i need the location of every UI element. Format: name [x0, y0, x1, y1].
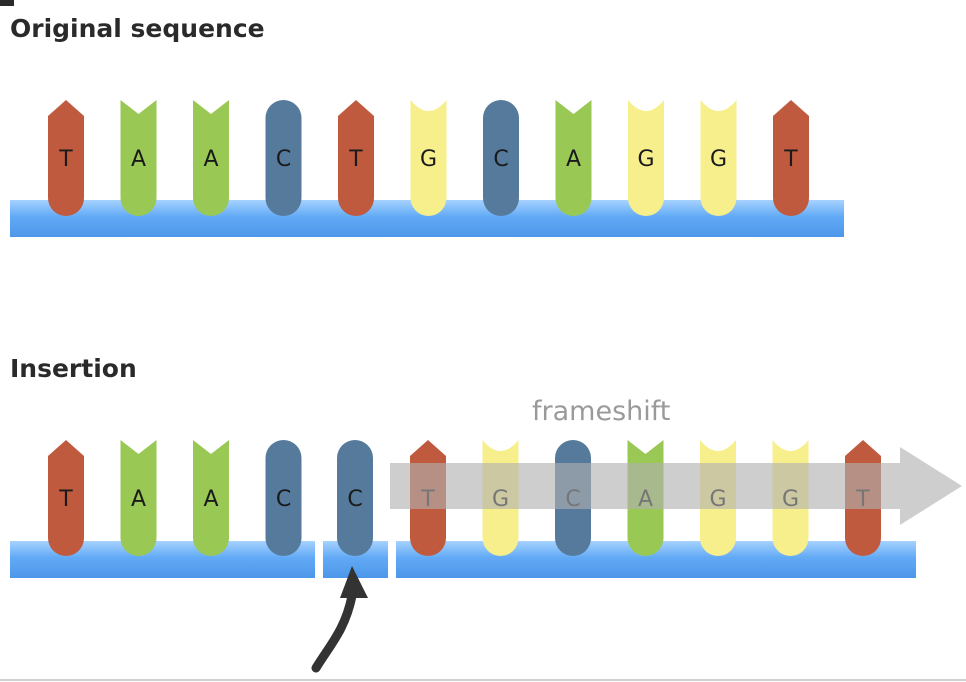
base-letter: T [348, 147, 363, 172]
base-letter: T [58, 487, 73, 512]
base-T-orig-4: T [338, 100, 374, 216]
base-letter: T [58, 147, 73, 172]
base-shape-T [773, 100, 809, 216]
base-shape-A [193, 440, 229, 556]
original-sequence-title: Original sequence [10, 14, 265, 43]
base-shape-G [410, 100, 447, 216]
base-A-orig-2: A [193, 100, 229, 216]
base-T-ins-0: T [48, 440, 84, 556]
curved-arrow-icon [311, 566, 368, 673]
base-shape-G [700, 100, 737, 216]
base-shape-C [265, 100, 302, 216]
base-shape-C [337, 440, 373, 556]
base-shape-A [120, 100, 157, 216]
base-shape-A [120, 440, 157, 556]
base-G-orig-8: G [628, 100, 664, 216]
base-shape-C [483, 100, 519, 216]
base-letter: C [347, 487, 362, 512]
base-letter: C [493, 147, 508, 172]
base-G-orig-5: G [410, 100, 447, 216]
base-letter: T [783, 147, 798, 172]
base-C-inserted: C [337, 440, 373, 556]
base-shape-T [48, 440, 84, 556]
base-letter: A [203, 487, 218, 512]
base-C-ins-3: C [265, 440, 302, 556]
base-shape-A [193, 100, 229, 216]
base-shape-A [555, 100, 592, 216]
base-letter: C [276, 487, 291, 512]
base-letter: G [420, 147, 437, 172]
base-A-ins-2: A [193, 440, 229, 556]
base-shape-G [628, 100, 664, 216]
base-A-orig-7: A [555, 100, 592, 216]
base-T-orig-0: T [48, 100, 84, 216]
right-arrow-icon [390, 447, 962, 525]
frameshift-label: frameshift [532, 396, 670, 427]
base-C-orig-6: C [483, 100, 519, 216]
base-A-ins-1: A [120, 440, 157, 556]
base-letter: A [131, 147, 146, 172]
base-letter: G [637, 147, 654, 172]
base-letter: A [566, 147, 581, 172]
base-G-orig-9: G [700, 100, 737, 216]
base-shape-C [265, 440, 302, 556]
base-shape-T [48, 100, 84, 216]
base-letter: A [203, 147, 218, 172]
insertion-title: Insertion [10, 354, 137, 383]
clipped-header-fragment [0, 0, 14, 6]
base-shape-T [338, 100, 374, 216]
base-letter: G [710, 147, 727, 172]
base-C-orig-3: C [265, 100, 302, 216]
base-A-orig-1: A [120, 100, 157, 216]
base-letter: C [276, 147, 291, 172]
base-T-orig-10: T [773, 100, 809, 216]
base-letter: A [131, 487, 146, 512]
